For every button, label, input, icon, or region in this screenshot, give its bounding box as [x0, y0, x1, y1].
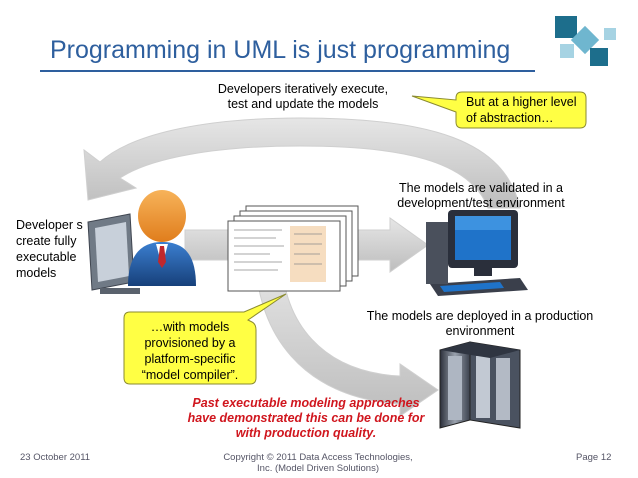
- callout-compiler-text: …with models provisioned by a platform-s…: [141, 320, 239, 382]
- iterate-arrow: [83, 117, 521, 209]
- footer-date: 23 October 2011: [20, 452, 91, 463]
- production-quality-note: Past executable modeling approaches have…: [187, 396, 425, 440]
- footer-copyright: Copyright © 2011 Data Access Technologie…: [223, 452, 413, 474]
- developer-icon: [87, 190, 196, 294]
- deploy-arrow: [255, 261, 439, 417]
- caption-validated: The models are validated in a developmen…: [397, 181, 565, 210]
- logo-cubes: [555, 16, 616, 66]
- title-underline: [40, 70, 535, 72]
- slide-title: Programming in UML is just programming: [50, 36, 511, 64]
- desktop-computer-icon: [426, 210, 528, 296]
- callout-higher-level: [411, 91, 587, 129]
- callout-compiler: [123, 293, 287, 385]
- footer-page-number: Page 12: [576, 452, 612, 463]
- model-documents-icon: [227, 205, 359, 292]
- caption-iterate: Developers iteratively execute, test and…: [217, 82, 389, 111]
- developers-label: Developer s create fully executable mode…: [16, 218, 83, 280]
- callout-higher-level-text: But at a higher level of abstraction…: [466, 95, 577, 125]
- server-rack-icon: [439, 341, 521, 429]
- caption-deployed: The models are deployed in a production …: [366, 309, 594, 338]
